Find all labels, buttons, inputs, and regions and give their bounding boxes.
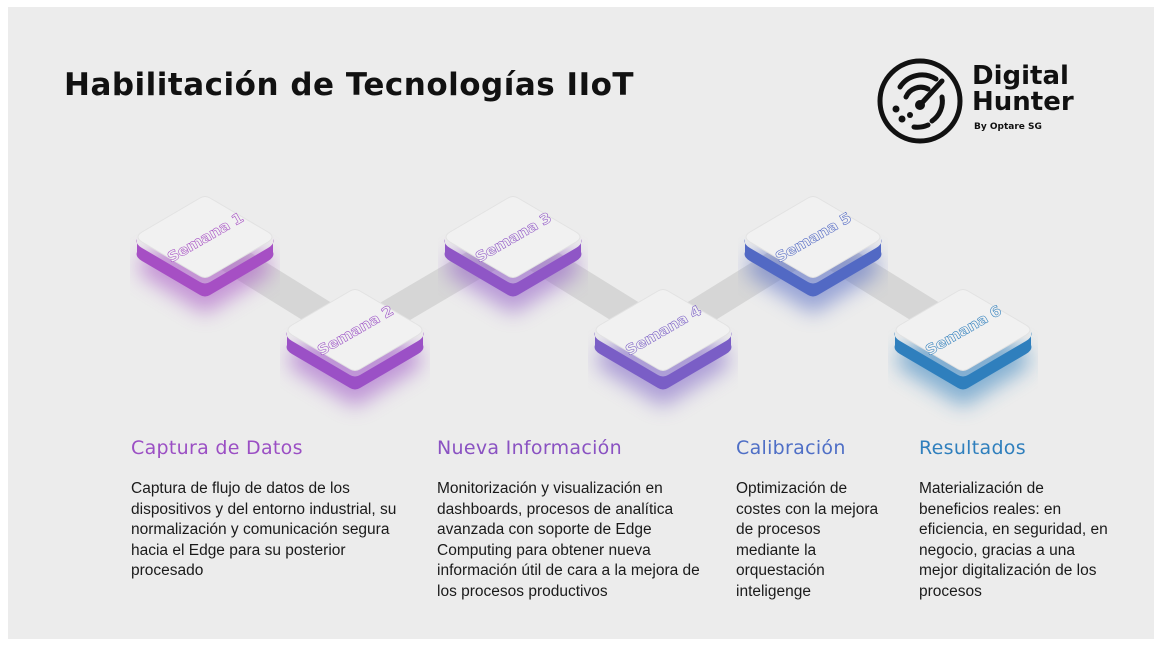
- phase-captura: Captura de Datos Captura de flujo de dat…: [131, 437, 411, 582]
- logo-text-line2: Hunter: [972, 87, 1074, 117]
- tile-shape: [594, 289, 732, 407]
- radar-icon: [877, 58, 963, 144]
- phase-nueva-informacion: Nueva Información Monitorización y visua…: [437, 437, 722, 602]
- phase-calibracion: Calibración Optimización de costes con l…: [736, 437, 886, 602]
- phase-heading: Nueva Información: [437, 437, 622, 459]
- page-title: Habilitación de Tecnologías IIoT: [64, 67, 635, 103]
- tile-shape: [136, 196, 274, 314]
- week-tile: Semana 2: [280, 265, 430, 415]
- phase-resultados: Resultados Materialización de beneficios…: [919, 437, 1114, 602]
- logo: Digital Hunter By Optare SG: [876, 57, 1106, 147]
- week-tile: Semana 5: [738, 172, 888, 322]
- tile-shape: [444, 196, 582, 314]
- phase-heading: Captura de Datos: [131, 437, 303, 459]
- phase-description: Monitorización y visualización en dashbo…: [437, 480, 700, 600]
- tile-shape: [744, 196, 882, 314]
- phase-description: Materialización de beneficios reales: en…: [919, 480, 1108, 600]
- week-tile: Semana 3: [438, 172, 588, 322]
- week-tile: Semana 1: [130, 172, 280, 322]
- phase-description: Captura de flujo de datos de los disposi…: [131, 480, 397, 579]
- slide: Habilitación de Tecnologías IIoT Digital…: [8, 7, 1154, 639]
- phase-heading: Resultados: [919, 437, 1026, 459]
- tile-shape: [286, 289, 424, 407]
- tile-shape: [894, 289, 1032, 407]
- week-tile: Semana 6: [888, 265, 1038, 415]
- logo-text-line1: Digital: [972, 61, 1069, 91]
- phase-description: Optimización de costes con la mejora de …: [736, 480, 879, 600]
- phase-heading: Calibración: [736, 437, 846, 459]
- week-tile: Semana 4: [588, 265, 738, 415]
- logo-subtitle: By Optare SG: [974, 122, 1042, 132]
